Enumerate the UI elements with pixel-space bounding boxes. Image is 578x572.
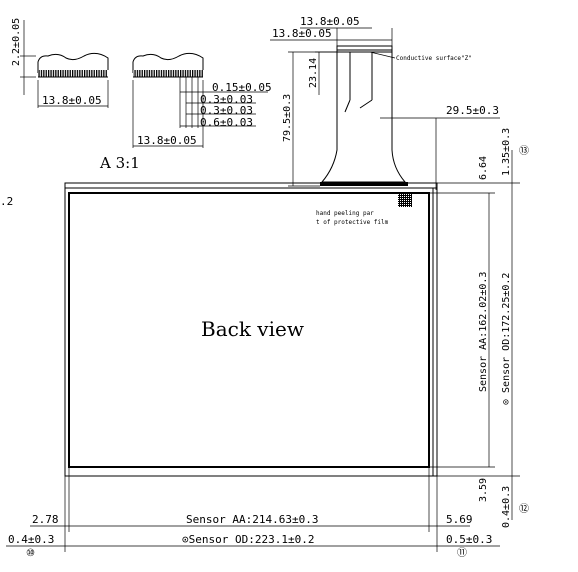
right-top-dim-a: 6.64 [478,156,489,180]
bottom-dimensions: 2.78 Sensor AA:214.63±0.3 5.69 0.4±0.3 ⑩… [6,467,500,559]
pin-array-right [133,70,203,77]
sensor-od-width: ⊙Sensor OD:223.1±0.2 [182,533,314,546]
tail-length-dim: 79.5±0.3 [282,94,293,142]
bottom-left-tol: 0.4±0.3 [8,533,54,546]
pitch-dim-1: 0.15±0.05 [212,81,272,94]
tail-top-dim-2: 13.8±0.05 [272,27,332,40]
fpc-tail: 13.8±0.05 13.8±0.05 Conductive surface"Z… [270,15,500,190]
detail-width-dim-right: 13.8±0.05 [137,134,197,147]
tail-top-dim-1: 13.8±0.05 [300,15,360,28]
bottom-right-tol: 0.5±0.3 [446,533,492,546]
pitch-dim-3: 0.3±0.03 [200,104,253,117]
right-bottom-dim-a: 3.59 [478,478,489,502]
pin-array-left [38,70,108,77]
sensor-outline: hand peeling par t of protective film Ba… [64,182,438,477]
detail-height-dim: 2.2±0.05 [11,18,22,66]
pitch-dim-2: 0.3±0.03 [200,93,253,106]
pitch-dim-4: 0.6±0.03 [200,116,253,129]
detail-label: A 3:1 [99,154,140,172]
peeling-note-2: t of protective film [316,219,389,226]
peel-tab [398,193,412,207]
sensor-aa-width: Sensor AA:214.63±0.3 [186,513,318,526]
left-edge-fragment: .2 [0,195,13,208]
right-bottom-dim-b: 0.4±0.3 [501,486,512,528]
tail-small-dim: 23.14 [308,58,319,88]
peeling-note-1: hand peeling par [316,210,374,217]
sensor-od-outline [64,182,438,477]
right-dimensions: Sensor AA:162.02±0.3 ⊙ Sensor OD:172.25±… [430,128,529,528]
sensor-od-height: ⊙ Sensor OD:172.25±0.2 [501,273,512,405]
sensor-aa-height: Sensor AA:162.02±0.3 [478,272,489,392]
bottom-left-mark: ⑩ [26,548,35,559]
bottom-right-small: 5.69 [446,513,473,526]
conductive-note: Conductive surface"Z" [396,55,472,62]
bottom-right-mark: ⑪ [457,547,467,559]
bottom-left-small: 2.78 [32,513,59,526]
tail-offset-dim: 29.5±0.3 [446,104,499,117]
right-top-dim-b: 1.35±0.3 [501,128,512,176]
sensor-aa-outline [68,192,430,468]
right-top-mark: ⑬ [519,145,529,157]
detail-a: 2.2±0.05 13.8±0.05 0.15±0.05 0.3±0.03 0.… [11,18,272,172]
right-bottom-mark: ⑫ [519,503,529,515]
view-title: Back view [201,317,304,341]
tail-hatch-body [320,49,407,183]
detail-width-dim-left: 13.8±0.05 [42,94,102,107]
